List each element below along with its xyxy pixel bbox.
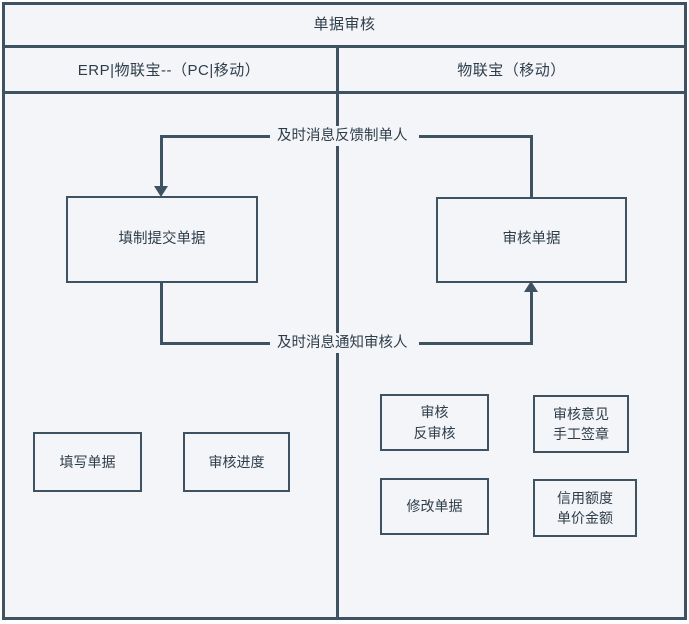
node-audit-progress[interactable]: 审核进度 [183, 432, 290, 492]
node-modify-bill[interactable]: 修改单据 [380, 478, 489, 535]
node-audit-opinion[interactable]: 审核意见 手工签章 [533, 395, 629, 453]
edge-notify-segment-horizontal-right [419, 342, 533, 345]
edge-notify-segment-vertical-left [160, 282, 163, 345]
node-audit-unaudit[interactable]: 审核 反审核 [380, 394, 489, 451]
edge-feedback-label: 及时消息反馈制单人 [270, 126, 415, 146]
edge-feedback-segment-vertical-right [530, 135, 533, 197]
node-write-bill[interactable]: 填写单据 [33, 432, 142, 492]
edge-notify-segment-vertical-right [530, 292, 533, 345]
lane-header-erp: ERP|物联宝--（PC|移动） [2, 48, 336, 94]
edge-notify-label: 及时消息通知审核人 [270, 333, 415, 353]
edge-feedback-segment-vertical-left [160, 135, 163, 192]
lane-header-wlb: 物联宝（移动） [336, 48, 687, 94]
node-credit-amount[interactable]: 信用额度 单价金额 [533, 479, 637, 537]
node-audit-bill[interactable]: 审核单据 [436, 197, 627, 283]
edge-notify-segment-horizontal-left [160, 342, 274, 345]
edge-feedback-segment-horizontal-right [419, 135, 533, 138]
edge-feedback-arrowhead-icon [154, 186, 168, 197]
edge-notify-arrowhead-icon [524, 281, 538, 292]
edge-feedback-segment-horizontal-left [160, 135, 274, 138]
diagram-title: 单据审核 [2, 2, 687, 48]
node-fill-submit-bill[interactable]: 填制提交单据 [66, 196, 258, 283]
